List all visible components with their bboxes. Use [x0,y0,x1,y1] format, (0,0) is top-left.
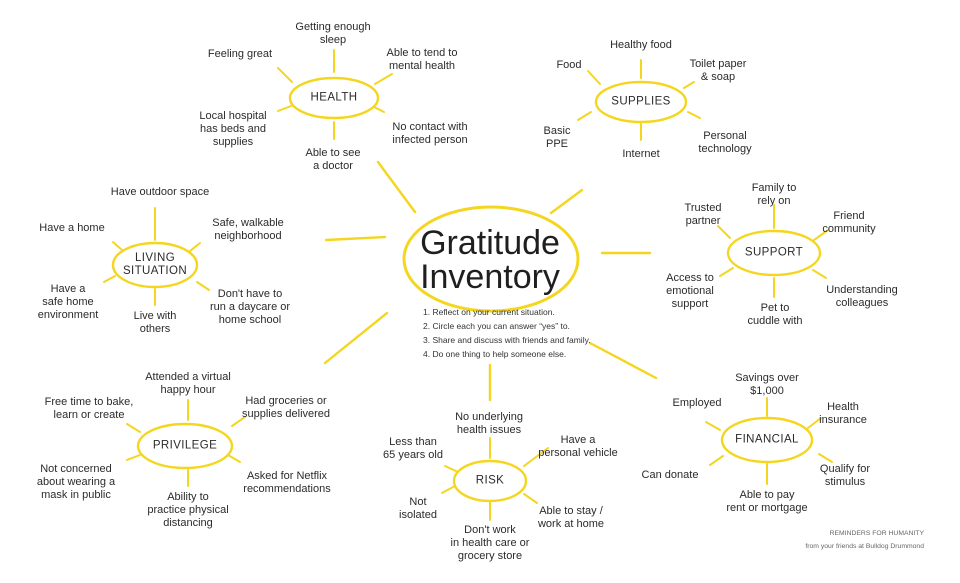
supplies-item: Personal technology [698,130,752,155]
instruction-step: 4. Do one thing to help someone else. [423,349,567,359]
instructions-list: 1. Reflect on your current situation. 2.… [423,305,591,361]
health-item: No contact with infected person [392,121,468,146]
living-hub-ellipse [111,241,199,289]
financial-item: Qualify for stimulus [819,463,871,488]
health-item: Able to tend to mental health [386,47,458,72]
supplies-item: Healthy food [610,39,672,51]
financial-ray [818,453,833,463]
center-spoke [323,311,389,365]
privilege-hub-label: PRIVILEGE [152,439,218,452]
living-hub-label: LIVING SITUATION [122,252,188,277]
living-ray [103,275,116,283]
supplies-item: Internet [622,148,660,160]
privilege-ray [126,454,141,461]
financial-hub-ellipse [720,416,814,464]
center-spoke [549,188,584,215]
health-ray [373,106,385,113]
instruction-step: 1. Reflect on your current situation. [423,307,555,317]
living-ray [189,242,201,252]
living-item: Live with others [133,310,177,335]
health-ray [277,105,292,112]
title-line-2: Inventory [420,258,560,296]
instruction-step: 2. Circle each you can answer “yes” to. [423,321,570,331]
supplies-item: Basic PPE [543,125,571,150]
support-item: Pet to cuddle with [747,302,803,327]
risk-item: Not isolated [399,496,437,521]
health-ray [277,67,293,83]
risk-ray [523,493,538,504]
privilege-item: Had groceries or supplies delivered [241,395,331,420]
support-ray [812,269,827,279]
privilege-item: Attended a virtual happy hour [145,371,231,396]
health-item: Getting enough sleep [295,21,371,46]
supplies-ray [683,81,695,89]
financial-item: Savings over $1,000 [735,372,799,397]
support-hub-label: SUPPORT [744,246,804,259]
center-ellipse [402,205,580,313]
title-line-1: Gratitude [420,224,560,262]
credit-line-1: REMINDERS FOR HUMANITY [829,530,924,537]
center-spoke [376,160,417,214]
risk-ray [441,485,456,494]
health-ray [374,73,393,85]
financial-item: Employed [672,397,722,409]
financial-ray [709,455,724,466]
support-item: Understanding colleagues [826,284,898,309]
living-ray [112,241,123,251]
support-ray [813,229,829,241]
supplies-ray [577,111,592,121]
risk-ray [523,447,549,467]
privilege-item: Free time to bake, learn or create [44,396,134,421]
financial-item: Can donate [641,469,699,481]
credit-line-2: from your friends at Bulldog Drummond [805,543,924,550]
support-ray [717,225,731,239]
supplies-hub-ellipse [594,80,688,124]
living-item: Safe, walkable neighborhood [212,217,284,242]
financial-item: Health insurance [819,401,867,426]
privilege-item: Asked for Netflix recommendations [243,470,331,495]
supplies-item: Toilet paper & soap [689,58,747,83]
privilege-item: Ability to practice physical distancing [147,491,229,529]
support-item: Friend community [822,210,876,235]
support-item: Access to emotional support [666,272,714,310]
risk-item: Have a personal vehicle [538,434,618,459]
risk-ray [444,465,459,473]
risk-hub-label: RISK [475,474,505,487]
risk-item: Less than 65 years old [383,436,443,461]
center-spoke [588,341,658,380]
financial-ray [807,417,822,429]
privilege-item: Not concerned about wearing a mask in pu… [36,463,116,501]
living-item: Have a home [39,222,105,234]
living-item: Don't have to run a daycare or home scho… [209,288,291,326]
supplies-hub-label: SUPPLIES [611,95,671,108]
privilege-ray [227,454,241,463]
support-ray [719,267,734,277]
financial-item: Able to pay rent or mortgage [726,489,808,514]
supplies-ray [587,70,601,85]
living-item: Have outdoor space [110,186,210,198]
supplies-ray [687,111,701,119]
financial-ray [705,421,721,431]
instruction-step: 3. Share and discuss with friends and fa… [423,335,591,345]
support-hub-ellipse [726,229,822,277]
living-ray [196,281,210,291]
risk-item: No underlying health issues [455,411,523,436]
risk-item: Able to stay / work at home [537,505,605,530]
support-item: Trusted partner [684,202,722,227]
privilege-ray [126,423,141,433]
risk-item: Don't work in health care or grocery sto… [450,524,530,562]
health-item: Able to see a doctor [305,147,361,172]
health-hub-ellipse [288,76,380,120]
supplies-item: Food [556,59,582,71]
financial-hub-label: FINANCIAL [735,433,799,446]
privilege-ray [231,416,246,427]
health-item: Local hospital has beds and supplies [199,110,267,148]
privilege-hub-ellipse [136,422,234,470]
center-spoke [324,235,387,242]
health-item: Feeling great [207,48,273,60]
living-item: Have a safe home environment [37,283,99,321]
health-hub-label: HEALTH [310,91,358,104]
support-item: Family to rely on [751,182,797,207]
